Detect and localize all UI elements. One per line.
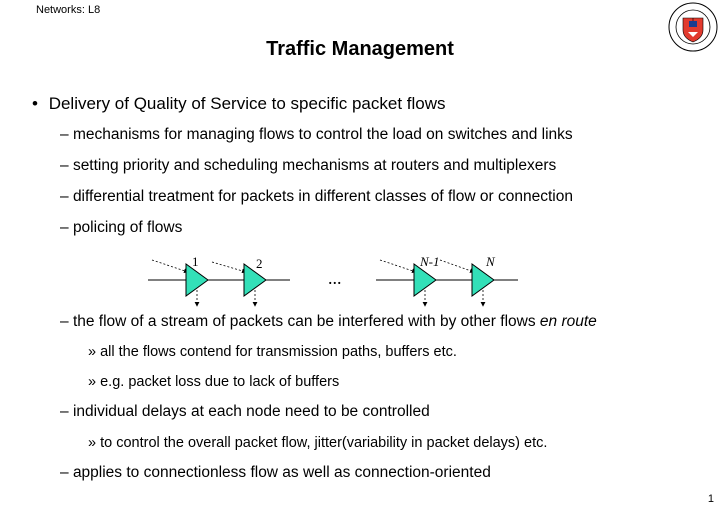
list-item: – differential treatment for packets in … <box>60 188 573 206</box>
main-bullet: • Delivery of Quality of Service to spec… <box>32 94 446 114</box>
node-2-triangle <box>243 263 267 297</box>
node-1-triangle <box>185 263 209 297</box>
dash-marker: – <box>60 157 69 174</box>
dash-marker: – <box>60 403 69 420</box>
list-item-text: individual delays at each node need to b… <box>72 403 430 420</box>
list-item: – mechanisms for managing flows to contr… <box>60 126 573 144</box>
node-n-1-label: N-1 <box>419 254 440 269</box>
list-item: – policing of flows <box>60 219 182 237</box>
list-item-text: mechanisms for managing flows to control… <box>72 126 573 143</box>
sub-item-text: to control the overall packet flow, jitt… <box>100 435 548 451</box>
node-1-label: 1 <box>192 254 199 269</box>
list-item: – setting priority and scheduling mechan… <box>60 157 556 175</box>
sub-list-item: » all the flows contend for transmission… <box>88 344 457 360</box>
node-n-triangle <box>471 263 495 297</box>
node-chain-diagram: 1 2 N-1 N ... <box>148 254 518 307</box>
dash-marker: – <box>60 313 69 330</box>
node-n-1-triangle <box>413 263 437 297</box>
dash-marker: – <box>60 188 69 205</box>
raquo-marker: » <box>88 344 97 360</box>
bullet-text: Delivery of Quality of Service to specif… <box>48 94 446 113</box>
sub-item-text: e.g. packet loss due to lack of buffers <box>100 374 340 390</box>
node-n-label: N <box>485 254 496 269</box>
list-item: – applies to connectionless flow as well… <box>60 464 491 482</box>
sub-list-item: » e.g. packet loss due to lack of buffer… <box>88 374 339 390</box>
dash-marker: – <box>60 219 69 236</box>
list-item-text: setting priority and scheduling mechanis… <box>72 157 557 174</box>
course-header: Networks: L8 <box>36 4 101 16</box>
list-item-text: applies to connectionless flow as well a… <box>72 464 491 481</box>
list-item: – individual delays at each node need to… <box>60 403 430 421</box>
dash-marker: – <box>60 464 69 481</box>
list-item-text: policing of flows <box>72 219 183 236</box>
list-item-text: differential treatment for packets in di… <box>72 188 573 205</box>
en-route-text: en route <box>539 313 597 330</box>
slide-title: Traffic Management <box>266 38 454 60</box>
list-item-text: the flow of a stream of packets can be i… <box>72 313 536 330</box>
sub-item-text: all the flows contend for transmission p… <box>100 344 457 360</box>
dash-marker: – <box>60 126 69 143</box>
bullet-marker: • <box>32 94 38 113</box>
raquo-marker: » <box>88 435 97 451</box>
raquo-marker: » <box>88 374 97 390</box>
list-item: – the flow of a stream of packets can be… <box>60 313 597 331</box>
sub-list-item: » to control the overall packet flow, ji… <box>88 435 547 451</box>
node-2-label: 2 <box>256 256 263 271</box>
ellipsis: ... <box>328 268 342 288</box>
university-crest-icon <box>668 2 718 52</box>
page-number: 1 <box>707 493 714 505</box>
